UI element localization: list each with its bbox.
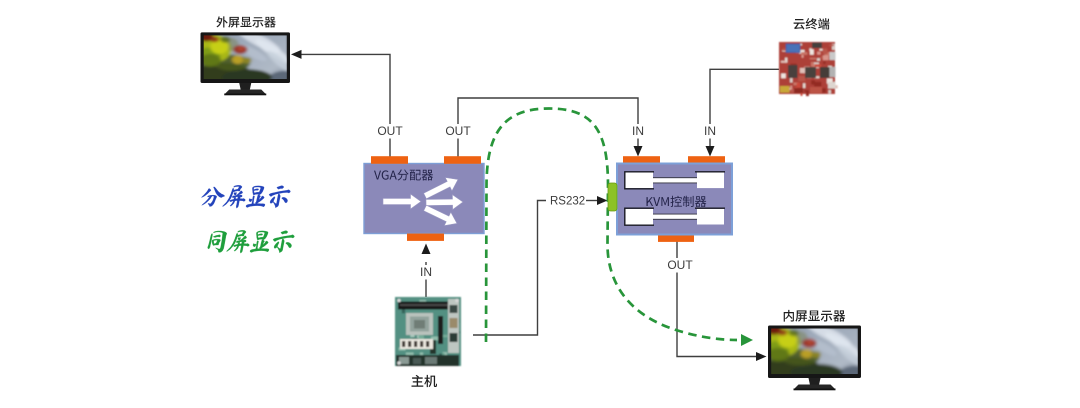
svg-text:IN: IN bbox=[704, 124, 716, 138]
svg-text:OUT: OUT bbox=[377, 124, 403, 138]
svg-text:IN: IN bbox=[632, 124, 644, 138]
svg-text:IN: IN bbox=[420, 265, 432, 279]
svg-text:RS232: RS232 bbox=[550, 196, 585, 208]
svg-text:OUT: OUT bbox=[667, 258, 693, 272]
svg-text:OUT: OUT bbox=[445, 124, 471, 138]
